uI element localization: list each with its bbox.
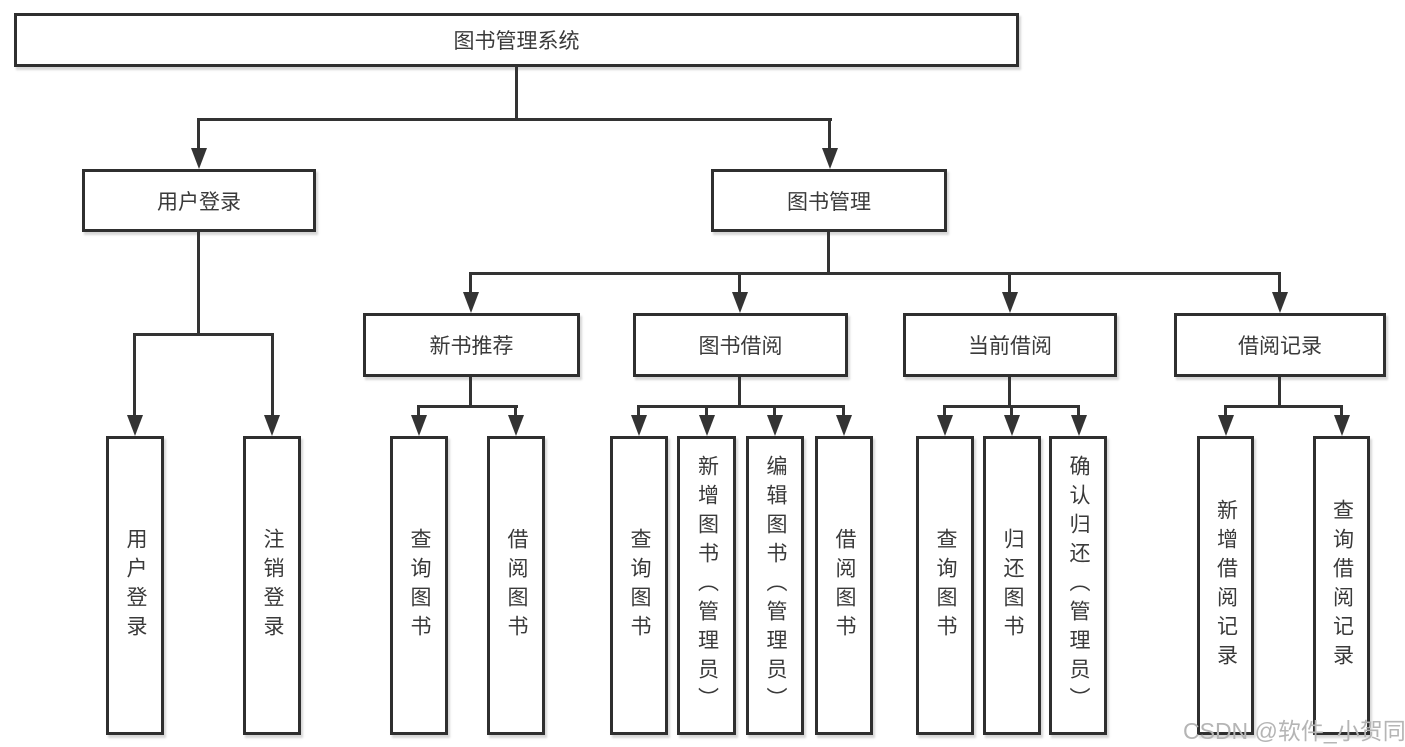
leaf-current-query-label: 查询图书 (934, 527, 958, 644)
connector-line (1010, 405, 1013, 418)
leaf-borrow-add-label: 新增图书（管理员） (695, 455, 719, 716)
arrow-down-icon (631, 415, 647, 436)
connector-line (197, 118, 200, 151)
leaf-borrow-edit-label: 编辑图书（管理员） (764, 455, 788, 716)
leaf-user-login-label: 用户登录 (124, 527, 148, 644)
leaf-borrow-borrow-label: 借阅图书 (833, 527, 857, 644)
arrow-down-icon (1334, 415, 1350, 436)
leaf-logout: 注销登录 (243, 436, 301, 735)
connector-line (417, 405, 518, 408)
node-book-borrow-label: 图书借阅 (698, 335, 783, 358)
leaf-record-query-label: 查询借阅记录 (1330, 498, 1354, 673)
leaf-newbook-borrow-label: 借阅图书 (505, 527, 529, 644)
node-borrow-records: 借阅记录 (1174, 313, 1386, 377)
arrow-down-icon (191, 148, 207, 169)
connector-line (197, 232, 200, 336)
arrow-down-icon (127, 415, 143, 436)
arrow-down-icon (937, 415, 953, 436)
leaf-current-confirm: 确认归还（管理员） (1049, 436, 1107, 735)
arrow-down-icon (1218, 415, 1234, 436)
arrow-down-icon (1071, 415, 1087, 436)
node-book-management: 图书管理 (711, 169, 947, 232)
connector-line (1224, 405, 1227, 418)
connector-line (515, 66, 518, 120)
leaf-current-return: 归还图书 (983, 436, 1041, 735)
arrow-down-icon (822, 148, 838, 169)
connector-line (469, 272, 472, 294)
node-book-management-label: 图书管理 (787, 190, 871, 214)
csdn-watermark: CSDN @软件_小贺同学 (1183, 718, 1405, 744)
connector-line (469, 272, 1281, 275)
node-user-login: 用户登录 (82, 169, 316, 232)
connector-line (705, 405, 708, 418)
arrow-down-icon (508, 415, 524, 436)
leaf-current-query: 查询图书 (916, 436, 974, 735)
leaf-record-query: 查询借阅记录 (1313, 436, 1370, 735)
connector-line (828, 118, 831, 151)
node-book-borrow: 图书借阅 (633, 313, 848, 377)
leaf-current-confirm-label: 确认归还（管理员） (1067, 455, 1091, 716)
arrow-down-icon (699, 415, 715, 436)
leaf-borrow-edit: 编辑图书（管理员） (746, 436, 804, 735)
leaf-user-login: 用户登录 (106, 436, 164, 735)
node-user-login-label: 用户登录 (157, 190, 241, 214)
node-root: 图书管理系统 (14, 13, 1019, 67)
leaf-record-add-label: 新增借阅记录 (1214, 498, 1238, 673)
node-new-book-recommend: 新书推荐 (363, 313, 580, 377)
connector-line (1340, 405, 1343, 418)
connector-line (1077, 405, 1080, 418)
leaf-borrow-query: 查询图书 (610, 436, 668, 735)
connector-line (738, 272, 741, 294)
leaf-borrow-add: 新增图书（管理员） (677, 436, 736, 735)
arrow-down-icon (836, 415, 852, 436)
node-current-borrow: 当前借阅 (903, 313, 1117, 377)
connector-line (637, 405, 640, 418)
connector-line (1008, 377, 1011, 408)
connector-line (133, 333, 136, 417)
node-current-borrow-label: 当前借阅 (968, 335, 1052, 358)
connector-line (1008, 272, 1011, 294)
node-new-book-recommend-label: 新书推荐 (429, 335, 514, 358)
arrow-down-icon (767, 415, 783, 436)
leaf-borrow-borrow: 借阅图书 (815, 436, 873, 735)
node-borrow-records-label: 借阅记录 (1238, 335, 1322, 358)
connector-line (514, 405, 517, 418)
connector-line (469, 377, 472, 408)
connector-line (417, 405, 420, 418)
connector-line (773, 405, 776, 418)
connector-line (197, 118, 832, 121)
leaf-logout-label: 注销登录 (261, 527, 285, 644)
arrow-down-icon (1002, 292, 1018, 313)
leaf-borrow-query-label: 查询图书 (628, 527, 652, 644)
node-root-label: 图书管理系统 (453, 30, 580, 53)
arrow-down-icon (1004, 415, 1020, 436)
arrow-down-icon (463, 292, 479, 313)
leaf-record-add: 新增借阅记录 (1197, 436, 1254, 735)
leaf-newbook-borrow: 借阅图书 (487, 436, 545, 735)
connector-line (1278, 377, 1281, 408)
connector-line (133, 333, 274, 336)
leaf-newbook-query: 查询图书 (390, 436, 448, 735)
connector-line (827, 232, 830, 275)
connector-line (842, 405, 845, 418)
leaf-current-return-label: 归还图书 (1001, 527, 1025, 644)
connector-line (271, 333, 274, 417)
arrow-down-icon (1272, 292, 1288, 313)
arrow-down-icon (264, 415, 280, 436)
connector-line (637, 405, 845, 408)
connector-line (738, 377, 741, 408)
arrow-down-icon (411, 415, 427, 436)
connector-line (943, 405, 946, 418)
connector-line (1278, 272, 1281, 294)
leaf-newbook-query-label: 查询图书 (408, 527, 432, 644)
arrow-down-icon (732, 292, 748, 313)
connector-line (1224, 405, 1343, 408)
